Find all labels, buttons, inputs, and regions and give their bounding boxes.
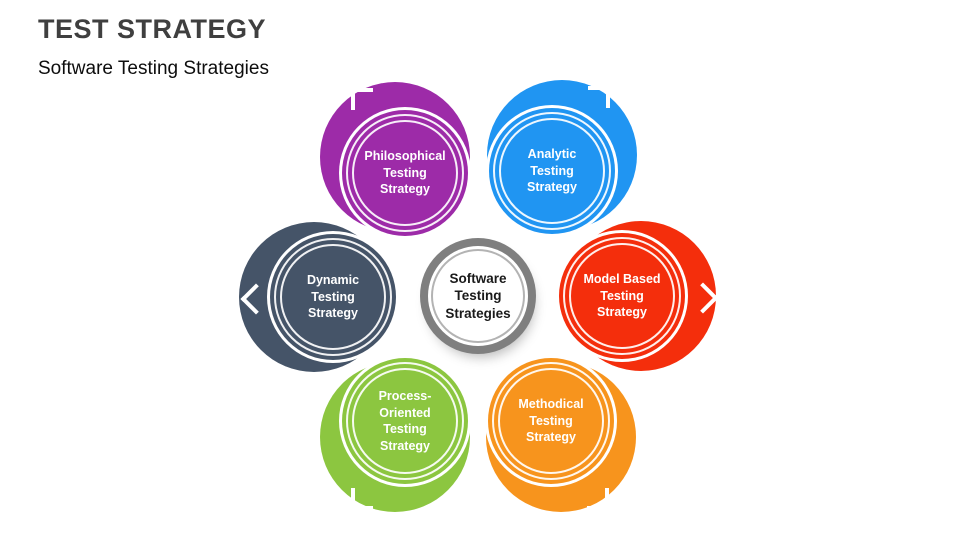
strategy-node-model-based: Model Based Testing Strategy xyxy=(559,221,719,371)
strategy-circle: Process-Oriented Testing Strategy xyxy=(342,358,468,484)
strategy-node-philosophical: Philosophical Testing Strategy xyxy=(320,82,470,236)
strategy-label: Philosophical Testing Strategy xyxy=(364,149,446,197)
center-hub-label: Software Testing Strategies xyxy=(445,270,511,321)
chevron-outward-icon xyxy=(588,86,610,108)
page-subtitle: Software Testing Strategies xyxy=(38,58,269,79)
center-hub-circle: Software Testing Strategies xyxy=(433,251,523,341)
strategy-circle: Dynamic Testing Strategy xyxy=(270,234,396,360)
chevron-outward-icon xyxy=(351,88,373,110)
strategy-node-process-oriented: Process-Oriented Testing Strategy xyxy=(320,358,470,512)
strategy-label: Methodical Testing Strategy xyxy=(518,397,584,445)
strategy-circle: Methodical Testing Strategy xyxy=(488,358,614,484)
strategy-node-methodical: Methodical Testing Strategy xyxy=(486,358,636,512)
chevron-outward-icon xyxy=(587,488,609,510)
strategy-label: Model Based Testing Strategy xyxy=(583,272,661,320)
strategy-node-dynamic: Dynamic Testing Strategy xyxy=(239,222,396,372)
strategy-label: Analytic Testing Strategy xyxy=(526,147,578,195)
strategy-label: Process-Oriented Testing Strategy xyxy=(378,389,432,453)
strategy-circle: Analytic Testing Strategy xyxy=(489,108,615,234)
strategy-circle: Model Based Testing Strategy xyxy=(559,233,685,359)
strategy-node-analytic: Analytic Testing Strategy xyxy=(487,80,637,234)
strategy-label: Dynamic Testing Strategy xyxy=(306,273,360,321)
strategy-circle: Philosophical Testing Strategy xyxy=(342,110,468,236)
chevron-outward-icon xyxy=(351,488,373,510)
page-title: TEST STRATEGY xyxy=(38,14,267,44)
